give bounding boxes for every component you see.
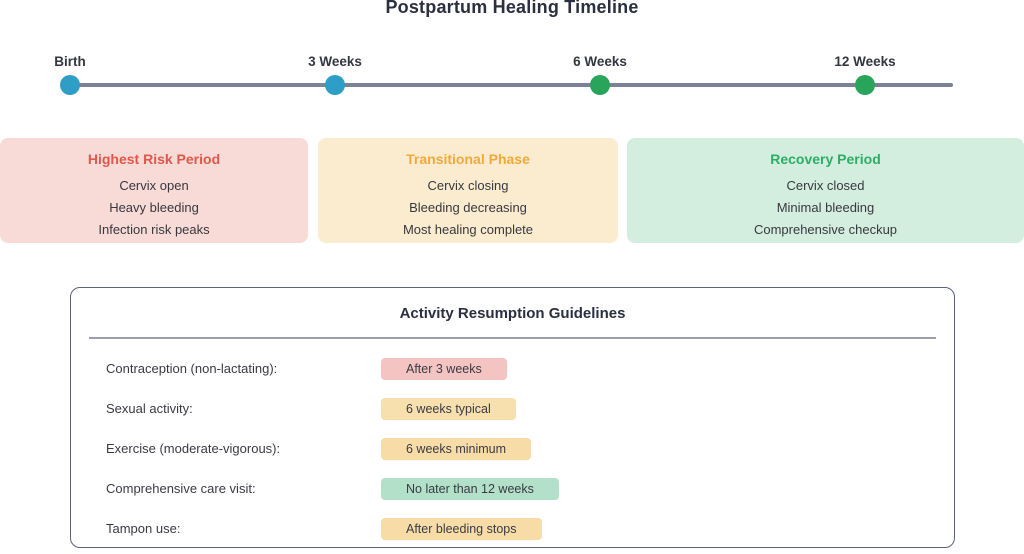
guideline-badge: After 3 weeks bbox=[381, 358, 507, 380]
phase-item: Infection risk peaks bbox=[98, 222, 210, 237]
guideline-badge: 6 weeks typical bbox=[381, 398, 516, 420]
phase-item: Cervix closing bbox=[427, 178, 509, 193]
page-title: Postpartum Healing Timeline bbox=[385, 0, 639, 17]
phase-item: Bleeding decreasing bbox=[409, 200, 527, 215]
milestone-dot-icon bbox=[325, 75, 345, 95]
phase-card-transitional: Transitional Phase Cervix closing Bleedi… bbox=[318, 138, 618, 243]
milestone-label: 12 Weeks bbox=[834, 54, 896, 69]
milestone-3-weeks: 3 Weeks bbox=[275, 53, 395, 95]
phase-item: Minimal bleeding bbox=[776, 200, 875, 215]
guidelines-title: Activity Resumption Guidelines bbox=[399, 305, 626, 322]
guideline-label: Comprehensive care visit: bbox=[106, 481, 256, 496]
guideline-row-contraception: Contraception (non-lactating): After 3 w… bbox=[71, 357, 954, 381]
guideline-label: Sexual activity: bbox=[106, 401, 193, 416]
phase-title: Highest Risk Period bbox=[87, 151, 221, 167]
guideline-label: Exercise (moderate-vigorous): bbox=[106, 441, 281, 456]
milestone-label: 6 Weeks bbox=[573, 54, 627, 69]
guidelines-panel: Activity Resumption Guidelines Contracep… bbox=[70, 287, 955, 548]
milestone-dot-icon bbox=[855, 75, 875, 95]
phase-card-highest-risk: Highest Risk Period Cervix open Heavy bl… bbox=[0, 138, 308, 243]
divider bbox=[89, 337, 936, 339]
milestone-birth: Birth bbox=[10, 53, 130, 95]
guideline-row-tampon-use: Tampon use: After bleeding stops bbox=[71, 517, 954, 541]
phase-title: Recovery Period bbox=[770, 151, 881, 167]
guideline-row-sexual-activity: Sexual activity: 6 weeks typical bbox=[71, 397, 954, 421]
milestone-label: 3 Weeks bbox=[308, 54, 362, 69]
milestone-dot-icon bbox=[60, 75, 80, 95]
guideline-badge: 6 weeks minimum bbox=[381, 438, 532, 460]
guideline-row-care-visit: Comprehensive care visit: No later than … bbox=[71, 477, 954, 501]
phase-item: Comprehensive checkup bbox=[753, 222, 898, 237]
phase-card-recovery: Recovery Period Cervix closed Minimal bl… bbox=[627, 138, 1024, 243]
phase-item: Cervix open bbox=[119, 178, 189, 193]
phase-item: Most healing complete bbox=[402, 222, 534, 237]
milestone-12-weeks: 12 Weeks bbox=[805, 53, 925, 95]
phase-item: Cervix closed bbox=[786, 178, 865, 193]
guideline-row-exercise: Exercise (moderate-vigorous): 6 weeks mi… bbox=[71, 437, 954, 461]
phase-title: Transitional Phase bbox=[406, 151, 530, 167]
milestone-dot-icon bbox=[590, 75, 610, 95]
guideline-badge: After bleeding stops bbox=[381, 518, 542, 540]
guideline-badge: No later than 12 weeks bbox=[381, 478, 559, 500]
guideline-label: Tampon use: bbox=[106, 521, 181, 536]
milestone-label: Birth bbox=[54, 54, 86, 69]
guideline-label: Contraception (non-lactating): bbox=[106, 361, 278, 376]
timeline-line bbox=[70, 83, 953, 87]
milestone-6-weeks: 6 Weeks bbox=[540, 53, 660, 95]
phase-item: Heavy bleeding bbox=[109, 200, 199, 215]
